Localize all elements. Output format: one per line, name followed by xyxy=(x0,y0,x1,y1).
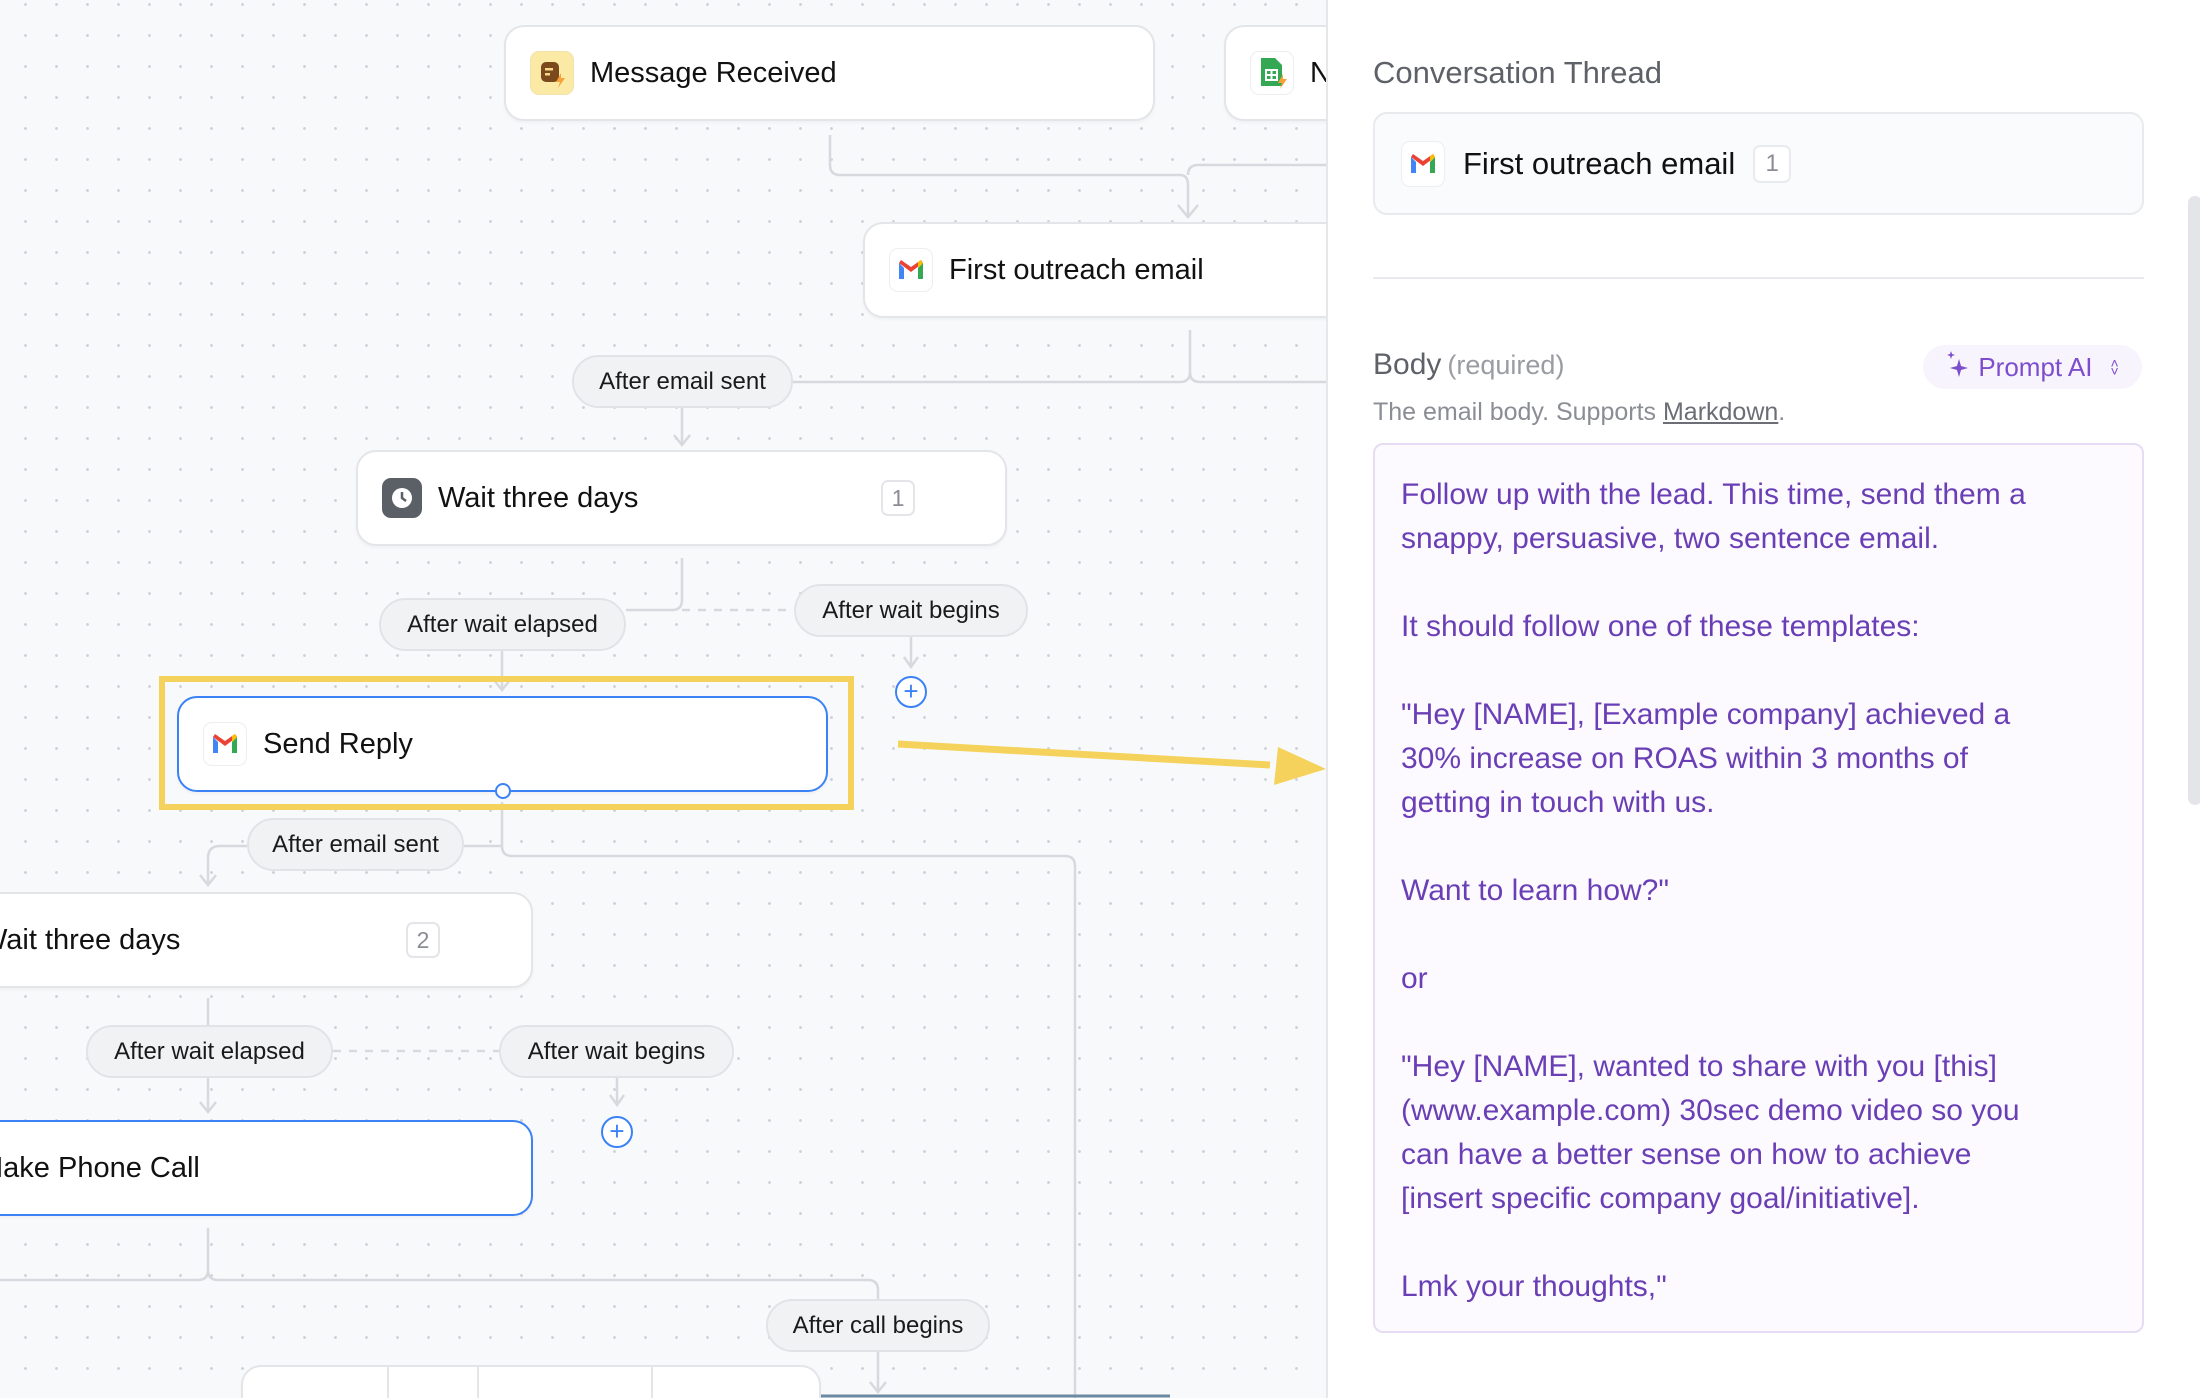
gmail-icon xyxy=(889,248,933,292)
arrowhead xyxy=(673,434,691,448)
prompt-ai-button[interactable]: Prompt AI ˄˅ xyxy=(1923,345,2142,389)
node-count-badge: 2 xyxy=(406,922,440,958)
node-make-phone-call[interactable]: Make Phone Call xyxy=(0,1120,533,1216)
body-field-label: Body(required) xyxy=(1373,348,1564,382)
edge-label-after-wait-begins[interactable]: After wait begins xyxy=(794,584,1028,637)
connector xyxy=(1188,330,1326,384)
arrowhead xyxy=(199,874,217,888)
connector xyxy=(206,844,247,885)
connector xyxy=(500,845,1077,1398)
arrowhead xyxy=(608,1094,626,1108)
node-first-outreach-email[interactable]: First outreach email xyxy=(863,222,1326,318)
thread-item-label: First outreach email xyxy=(1463,145,1736,181)
sparkle-icon xyxy=(1946,350,1970,384)
connector xyxy=(828,135,1190,215)
divider xyxy=(477,1367,479,1398)
gmail-icon xyxy=(203,722,247,766)
node-send-reply[interactable]: Send Reply xyxy=(177,696,828,799)
required-label: (required) xyxy=(1447,350,1565,380)
output-handle[interactable] xyxy=(495,783,511,799)
node-label: First outreach email xyxy=(949,253,1204,286)
description-suffix: . xyxy=(1778,398,1786,426)
clock-icon xyxy=(382,478,422,518)
gmail-icon xyxy=(1401,140,1445,187)
node-wait-three-days-2[interactable]: Wait three days 2 xyxy=(0,892,533,988)
connector xyxy=(1186,163,1326,176)
edge-label-after-wait-elapsed[interactable]: After wait elapsed xyxy=(86,1025,333,1078)
connector-lines xyxy=(0,135,1326,1398)
node-label: Message Received xyxy=(590,56,837,89)
connector xyxy=(206,1228,880,1299)
description-text: The email body. Supports xyxy=(1373,398,1663,426)
arrowhead xyxy=(902,656,920,670)
scrollbar[interactable] xyxy=(2188,196,2200,805)
divider xyxy=(387,1367,389,1398)
node-wait-three-days-1[interactable]: Wait three days 1 xyxy=(356,450,1007,546)
connector xyxy=(626,558,684,612)
divider xyxy=(651,1367,653,1398)
node-label: Make Phone Call xyxy=(0,1151,200,1184)
connector xyxy=(0,1269,210,1282)
node-label: N xyxy=(1310,56,1326,89)
add-step-button[interactable]: + xyxy=(895,676,927,708)
add-step-button[interactable]: + xyxy=(601,1116,633,1148)
message-trigger-icon xyxy=(530,51,574,95)
edge-label-after-wait-begins[interactable]: After wait begins xyxy=(499,1025,734,1078)
connector xyxy=(793,371,1192,384)
body-textarea[interactable]: Follow up with the lead. This time, send… xyxy=(1373,443,2144,1333)
thread-item[interactable]: First outreach email 1 xyxy=(1373,112,2144,215)
arrowhead xyxy=(493,679,511,693)
chevron-up-down-icon: ˄˅ xyxy=(2110,355,2119,379)
field-description: The email body. Supports Markdown. xyxy=(1373,398,1785,427)
node-count-badge: 1 xyxy=(881,480,915,516)
pointer-arrow xyxy=(897,740,1326,785)
divider xyxy=(1373,277,2144,279)
edge-label-after-email-sent[interactable]: After email sent xyxy=(247,818,464,871)
arrowhead xyxy=(1177,204,1199,219)
edge-label-after-email-sent[interactable]: After email sent xyxy=(572,355,793,408)
node-label: Wait three days xyxy=(0,923,181,956)
prompt-ai-label: Prompt AI xyxy=(1978,351,2093,382)
arrowhead xyxy=(199,1101,217,1115)
node-partial-bottom[interactable] xyxy=(241,1365,821,1398)
workflow-canvas[interactable]: Message Received N First outreach email … xyxy=(0,0,1326,1398)
node-sheets-trigger[interactable]: N xyxy=(1224,25,1326,121)
edge-label-after-call-begins[interactable]: After call begins xyxy=(766,1299,990,1352)
node-message-received[interactable]: Message Received xyxy=(504,25,1155,121)
highlight-box xyxy=(159,676,854,810)
arrowhead xyxy=(869,1381,887,1395)
thread-item-count: 1 xyxy=(1753,144,1792,183)
section-title: Conversation Thread xyxy=(1373,55,1662,90)
edge-label-after-wait-elapsed[interactable]: After wait elapsed xyxy=(379,598,626,651)
step-config-panel: Conversation Thread First outreach email… xyxy=(1326,0,2200,1398)
body-label: Body xyxy=(1373,348,1442,381)
google-sheets-trigger-icon xyxy=(1250,51,1294,95)
node-label: Wait three days xyxy=(438,481,639,514)
markdown-link[interactable]: Markdown xyxy=(1662,398,1779,426)
node-label: Send Reply xyxy=(263,727,413,760)
